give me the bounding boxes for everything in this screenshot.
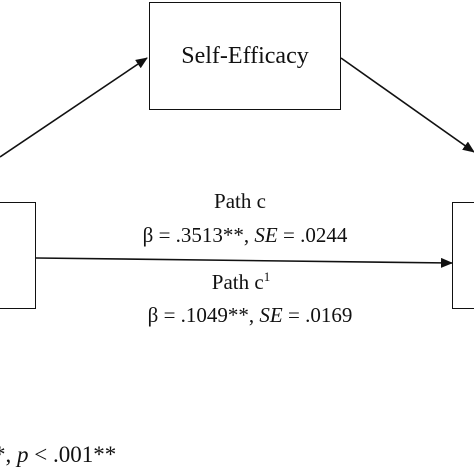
path-c-se-value: = .0244 [277,223,348,247]
path-a-arrow [0,57,148,158]
significance-note-prefix: *, [0,442,12,467]
path-c1-stats: β = .1049**, SE = .0169 [147,303,353,327]
significance-note-p: p [17,442,29,467]
significance-note: *, p < .001** [0,443,116,466]
path-c1-se-value: = .0169 [282,303,353,327]
path-c-beta: β = .3513** [142,223,244,247]
path-b-arrow [340,57,474,153]
path-c-title: Path c [214,189,266,213]
path-c-se-label: SE [254,223,278,247]
path-c-stats: β = .3513**, SE = .0244 [142,223,348,247]
path-c1-title-superscript: 1 [263,269,271,284]
mediator-box: Self-Efficacy [149,2,341,110]
path-c1-beta: β = .1049** [147,303,249,327]
path-c1-title: Path c1 [211,269,271,294]
predictor-box [0,202,36,309]
path-c1-title-base: Path c [211,270,264,294]
outcome-box [452,202,474,309]
significance-note-rest: < .001** [28,442,117,467]
path-c-arrow [35,257,453,268]
mediator-label: Self-Efficacy [181,42,309,69]
path-c1-se-label: SE [259,303,283,327]
